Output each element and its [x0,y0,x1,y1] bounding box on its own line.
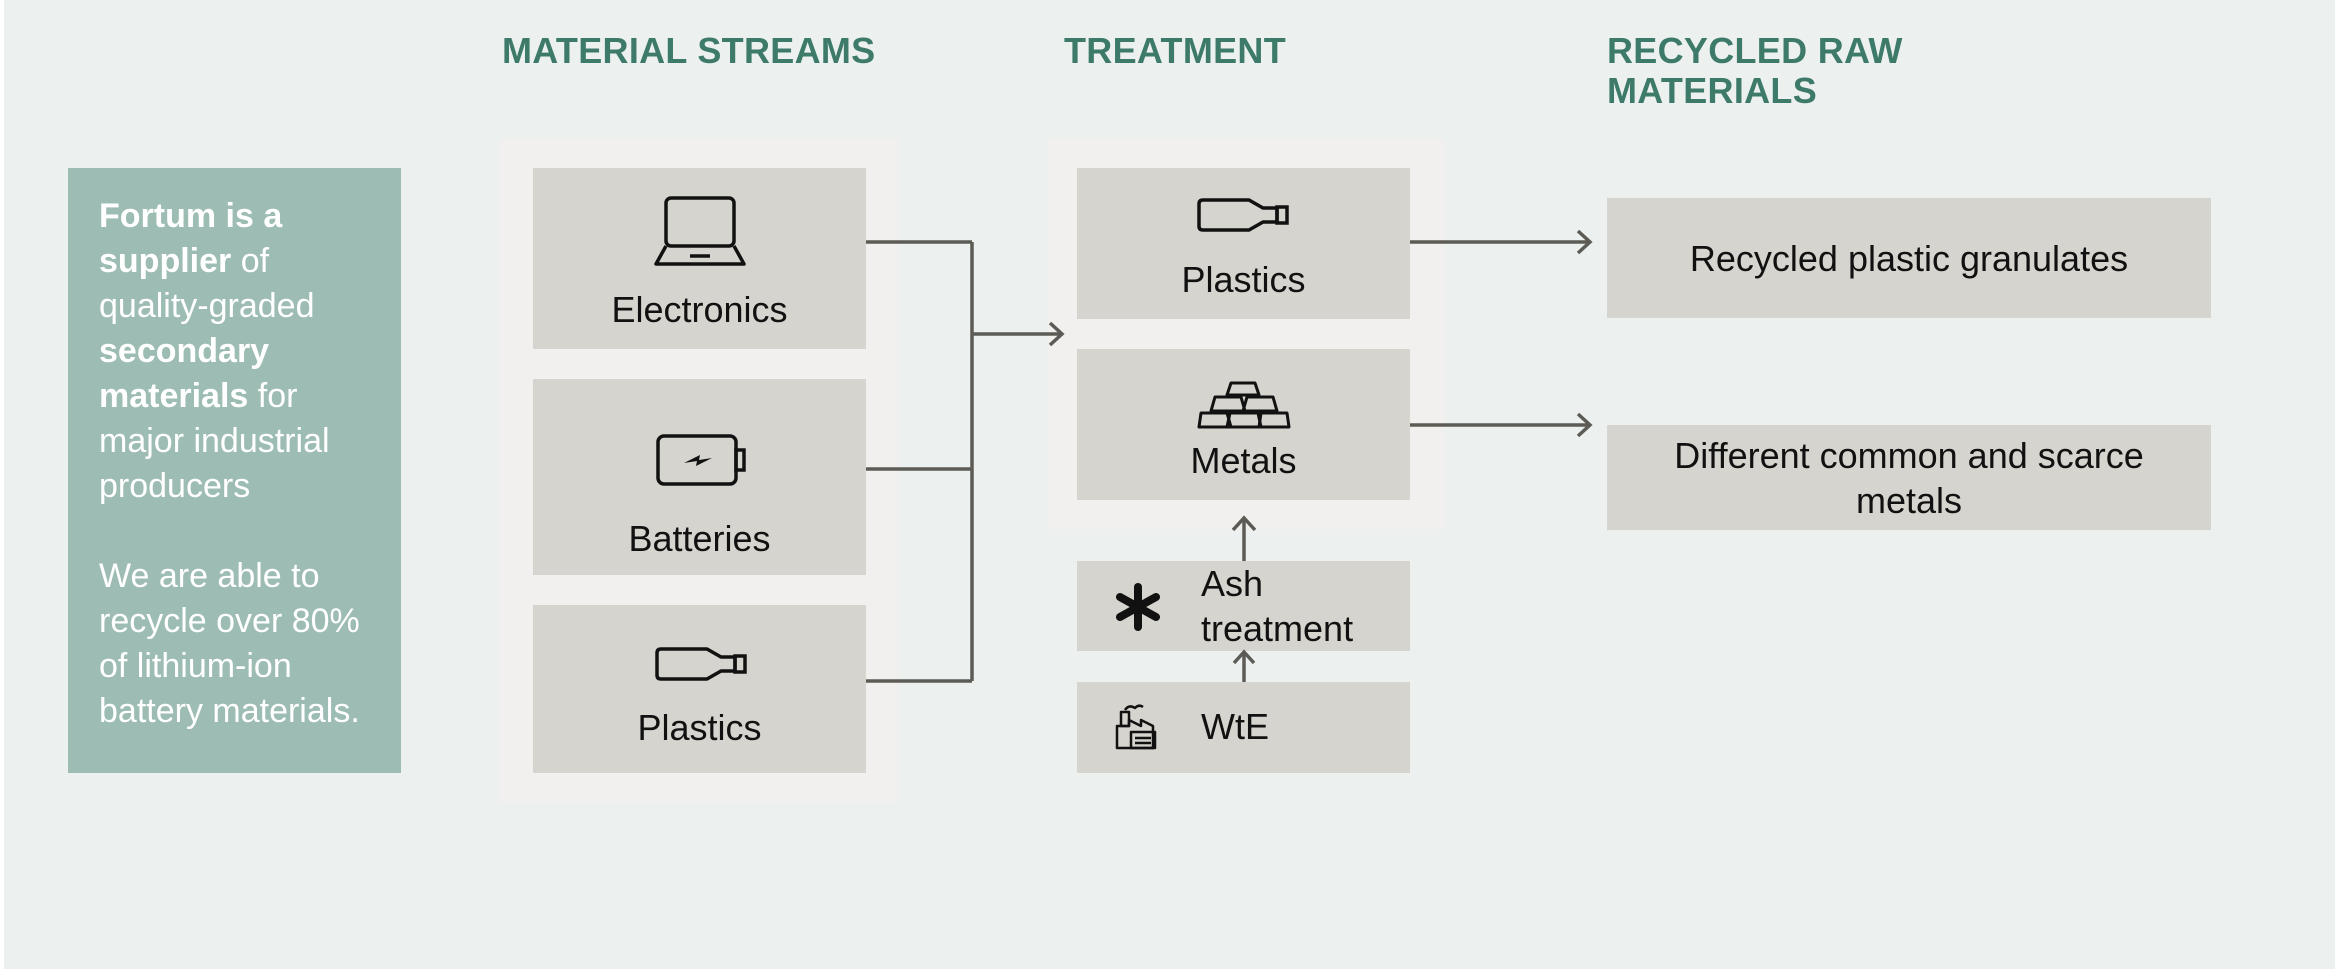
info-paragraph-supplier: Fortum is a supplier of quality-graded s… [99,194,371,509]
output-metals: Different common and scarce metals [1607,425,2211,530]
treatment-ash-label: Ash treatment [1201,561,1353,651]
heading-recycled-line2: MATERIALS [1607,70,1818,111]
heading-material-streams: MATERIAL STREAMS [502,30,876,71]
diagram-canvas: MATERIAL STREAMS TREATMENT RECYCLED RAW … [4,0,2335,969]
info-panel: Fortum is a supplier of quality-graded s… [68,168,401,773]
info-text-quality: of quality-graded [99,242,315,325]
treatment-wte: WtE [1077,682,1410,773]
treatment-plastics-label: Plastics [1181,259,1306,300]
treatment-ash-line2: treatment [1201,608,1354,649]
heading-recycled-raw-materials: RECYCLED RAW MATERIALS [1607,31,1903,111]
factory-icon [1115,704,1157,750]
battery-icon [656,434,746,486]
treatment-ash-line1: Ash [1201,563,1264,604]
laptop-icon [654,196,746,266]
bottle-icon [1197,198,1289,232]
connector-lines [866,229,1593,683]
arrow-head-ash-to-metals [1231,515,1257,532]
stream-electronics: Electronics [533,168,866,349]
stream-plastics: Plastics [533,605,866,773]
heading-recycled-line1: RECYCLED RAW [1607,30,1903,71]
stream-electronics-label: Electronics [611,289,788,330]
heading-treatment: TREATMENT [1064,30,1287,71]
treatment-metals-label: Metals [1190,440,1297,481]
asterisk-icon [1116,583,1160,631]
info-bold-secondary: secondary materials [99,332,270,415]
treatment-plastics: Plastics [1077,168,1410,319]
arrow-head-plastics-output [1576,229,1593,255]
treatment-ash: Ash treatment [1077,561,1410,651]
output-plastic-granulates-label: Recycled plastic granulates [1689,237,2129,279]
arrow-head-metals-output [1576,412,1593,438]
stream-plastics-label: Plastics [637,707,762,748]
stream-batteries: Batteries [533,379,866,575]
bottle-icon [655,647,747,681]
info-text-producers: for major industrial producers [99,377,330,505]
output-metals-label: Different common and scarce metals [1674,434,2144,521]
gold-bars-icon [1197,381,1291,429]
arrow-head-wte-to-ash [1232,649,1256,665]
treatment-wte-label: WtE [1201,706,1269,747]
stream-batteries-label: Batteries [628,518,771,559]
output-plastic-granulates: Recycled plastic granulates [1607,198,2211,318]
info-paragraph-lithium: We are able to recycle over 80% of lithi… [99,557,360,730]
info-bold-supplier: Fortum is a supplier [99,197,283,280]
treatment-metals: Metals [1077,349,1410,500]
arrow-head-treatment [1048,321,1065,347]
